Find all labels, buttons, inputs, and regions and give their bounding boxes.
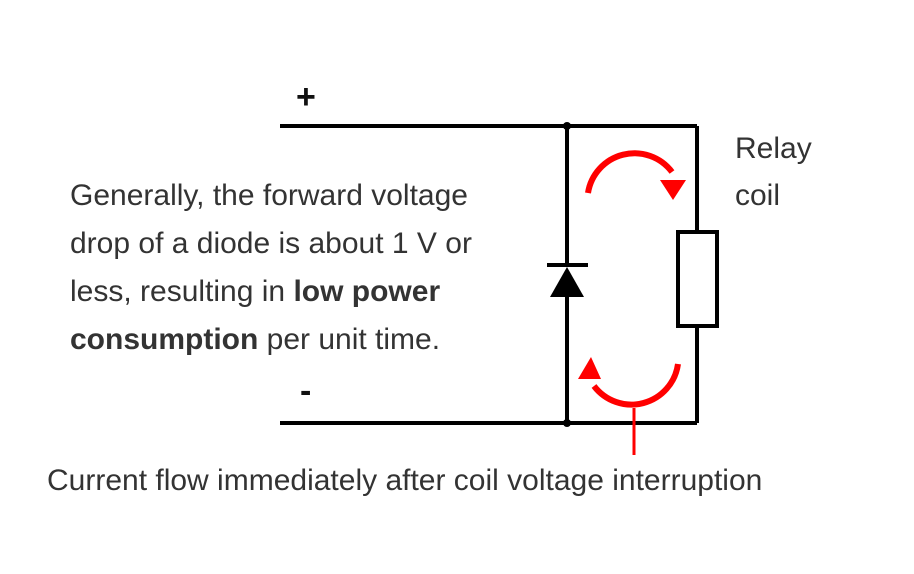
paragraph-line-3-bold: low power xyxy=(293,275,440,308)
wires xyxy=(280,124,699,425)
paragraph-line-4-normal: per unit time. xyxy=(258,323,440,356)
paragraph-line-4: consumption per unit time. xyxy=(70,323,440,356)
current-arrow-bottom-arc xyxy=(591,363,681,408)
current-flow-caption: Current flow immediately after coil volt… xyxy=(47,464,762,497)
paragraph-line-4-bold: consumption xyxy=(70,323,258,356)
diode-triangle xyxy=(550,267,584,297)
paragraph-line-3-normal: less, resulting in xyxy=(70,275,293,308)
relay-coil-symbol xyxy=(676,230,719,328)
current-flow-arrows xyxy=(578,150,686,455)
junction-dot-top xyxy=(563,122,571,130)
positive-terminal-sign: + xyxy=(296,78,316,116)
current-arrow-bottom-head xyxy=(578,357,601,379)
relay-coil-label-line1: Relay xyxy=(735,132,812,165)
negative-terminal-sign: - xyxy=(300,372,311,410)
junction-dot-bottom xyxy=(563,419,571,427)
current-arrow-top-arc xyxy=(585,150,675,194)
paragraph-line-2: drop of a diode is about 1 V or xyxy=(70,227,472,260)
current-arrow-top-head xyxy=(660,180,686,200)
paragraph-line-3: less, resulting in low power xyxy=(70,275,440,308)
paragraph-line-1: Generally, the forward voltage xyxy=(70,179,468,212)
explanation-paragraph: Generally, the forward voltage drop of a… xyxy=(70,179,472,356)
relay-coil-label-line2: coil xyxy=(735,179,780,212)
diode-symbol xyxy=(547,263,588,297)
